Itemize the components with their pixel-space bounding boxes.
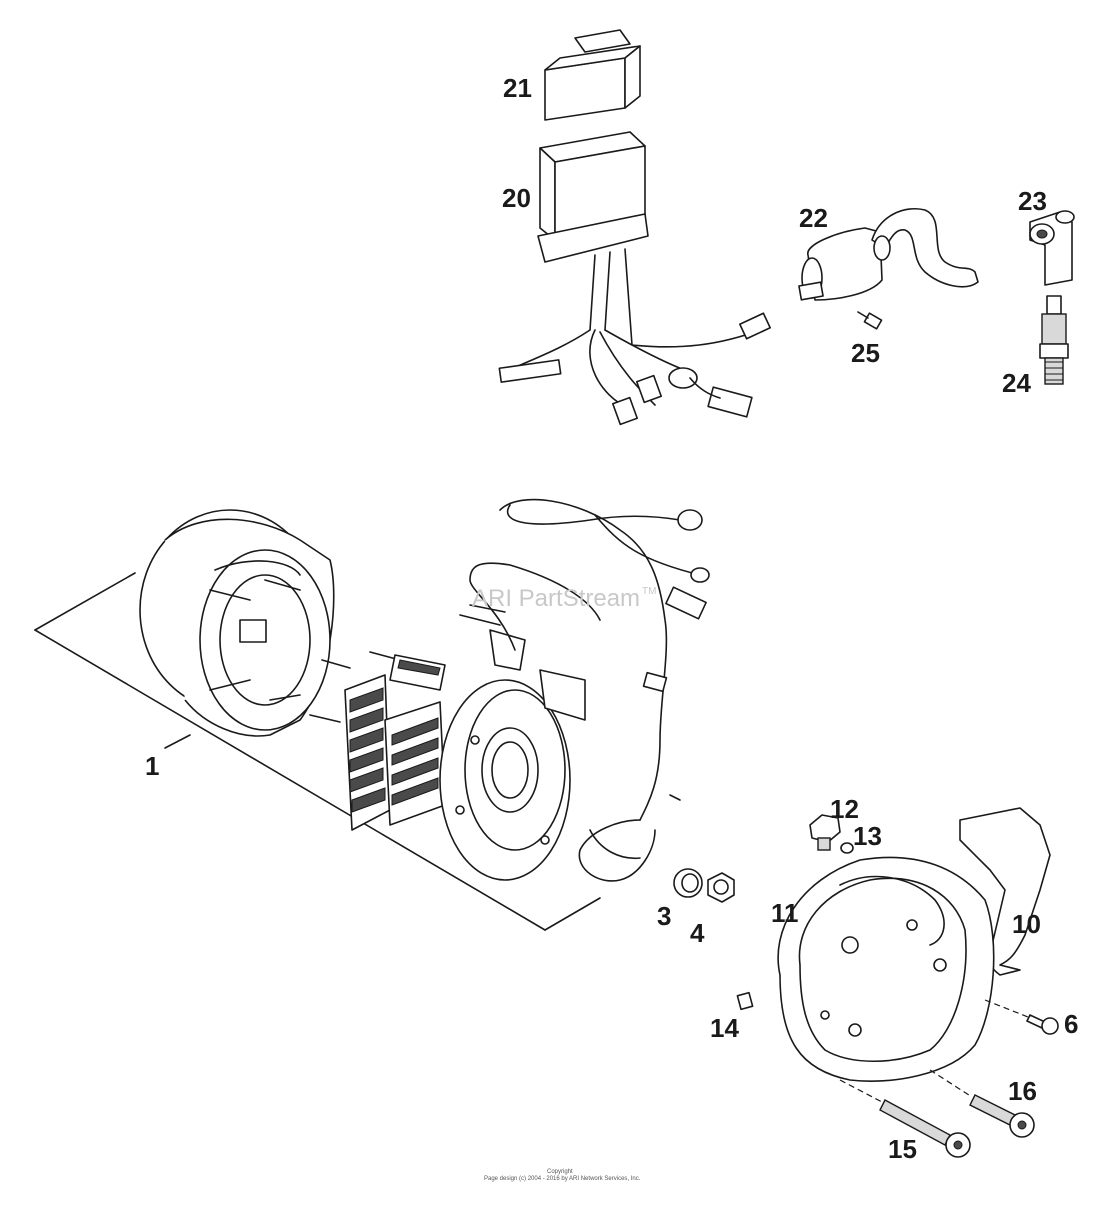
part-13-o-ring — [840, 842, 854, 854]
callout-24: 24 — [1002, 368, 1031, 398]
callout-11: 11 — [771, 898, 799, 928]
footer-copyright: Copyright — [547, 1169, 573, 1175]
part-3-bushing — [673, 868, 703, 898]
watermark-tm: TM — [642, 586, 656, 597]
part-14-pin — [736, 991, 754, 1011]
watermark-text: ARI PartStream — [472, 585, 640, 612]
callout-23: 23 — [1018, 186, 1047, 216]
part-6-screw — [984, 999, 1059, 1035]
part-21-cover — [544, 29, 641, 121]
callout-22: 22 — [799, 203, 828, 233]
callout-12: 12 — [830, 794, 859, 824]
callout-21: 21 — [503, 73, 532, 103]
part-25-screw — [857, 311, 883, 330]
callout-6: 6 — [1064, 1009, 1078, 1039]
callout-25: 25 — [851, 338, 880, 368]
part-24-spark-plug — [1039, 295, 1069, 385]
part-22-ignition-coil — [798, 208, 979, 301]
callout-13: 13 — [853, 821, 882, 851]
callout-4: 4 — [690, 918, 705, 948]
part-4-nut — [707, 872, 735, 903]
callout-14: 14 — [710, 1013, 739, 1043]
part-20-cdi-unit — [498, 131, 771, 426]
callout-20: 20 — [502, 183, 531, 213]
part-23-plug-cap — [1029, 210, 1075, 286]
part-11-side-cover — [777, 856, 995, 1083]
part-1-stator-assembly — [34, 498, 710, 931]
callout-16: 16 — [1008, 1076, 1037, 1106]
callout-10: 10 — [1012, 909, 1041, 939]
part-12-plug — [809, 814, 841, 851]
callout-3: 3 — [657, 901, 671, 931]
footer-page-design: Page design (c) 2004 - 2016 by ARI Netwo… — [484, 1176, 641, 1182]
stator-coil-left — [344, 674, 391, 831]
part-15-long-bolt — [839, 1079, 971, 1158]
stator-coil-right — [384, 701, 446, 826]
part-16-bolt — [929, 1069, 1035, 1138]
callout-1: 1 — [145, 751, 159, 781]
callout-15: 15 — [888, 1134, 917, 1164]
